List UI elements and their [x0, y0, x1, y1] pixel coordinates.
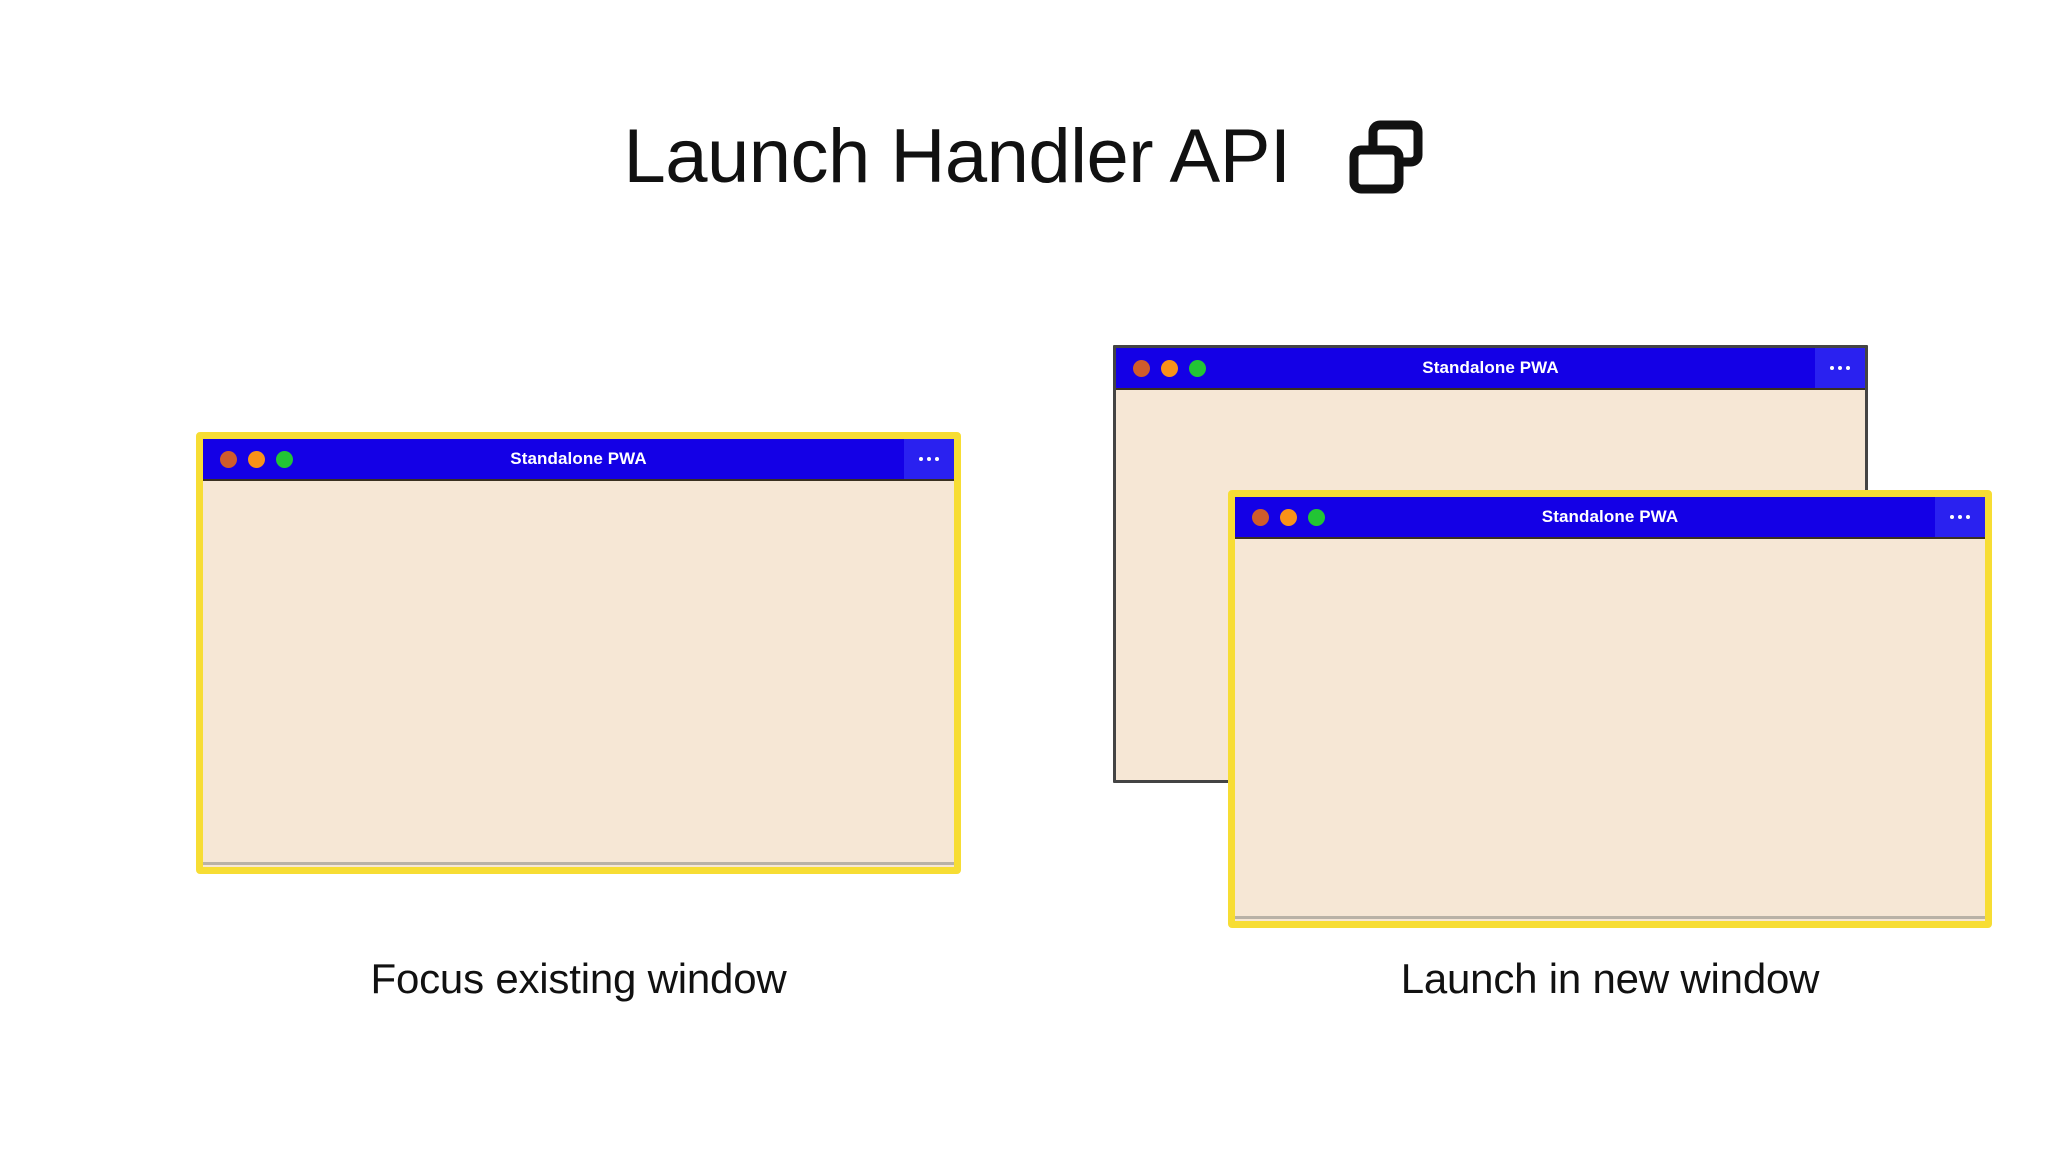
minimize-icon[interactable] [1161, 359, 1178, 377]
window-titlebar[interactable]: Standalone PWA [1116, 348, 1865, 390]
window-content-area [1235, 539, 1985, 919]
page-title: Launch Handler API [623, 114, 1291, 199]
close-icon[interactable] [1252, 508, 1269, 526]
menu-dot [1830, 366, 1834, 370]
minimize-icon[interactable] [248, 450, 265, 468]
overflow-menu-icon[interactable] [904, 439, 954, 479]
traffic-light-group [1235, 508, 1325, 526]
menu-dot [927, 457, 931, 461]
menu-dot [1958, 515, 1962, 519]
menu-dot [1838, 366, 1842, 370]
maximize-icon[interactable] [1189, 359, 1206, 377]
page-heading: Launch Handler API [0, 118, 2048, 196]
pwa-window-new[interactable]: Standalone PWA [1228, 490, 1992, 928]
multi-window-icon [1349, 120, 1423, 194]
window-title: Standalone PWA [1422, 358, 1559, 377]
menu-dot [1950, 515, 1954, 519]
window-content-area [203, 481, 954, 865]
menu-dot [1966, 515, 1970, 519]
menu-dot [1846, 366, 1850, 370]
traffic-light-group [1116, 359, 1206, 377]
overflow-menu-icon[interactable] [1935, 497, 1985, 537]
close-icon[interactable] [1133, 359, 1150, 377]
window-titlebar[interactable]: Standalone PWA [203, 439, 954, 481]
overflow-menu-icon[interactable] [1815, 348, 1865, 388]
caption-focus-existing: Focus existing window [370, 955, 787, 1002]
close-icon[interactable] [220, 450, 237, 468]
menu-dot [919, 457, 923, 461]
window-title: Standalone PWA [1541, 507, 1679, 526]
caption-launch-new: Launch in new window [1400, 955, 1820, 1002]
window-titlebar[interactable]: Standalone PWA [1235, 497, 1985, 539]
maximize-icon[interactable] [1308, 508, 1325, 526]
traffic-light-group [203, 450, 293, 468]
minimize-icon[interactable] [1280, 508, 1297, 526]
maximize-icon[interactable] [276, 450, 293, 468]
window-title: Standalone PWA [510, 449, 647, 468]
pwa-window-focus-existing[interactable]: Standalone PWA [196, 432, 961, 874]
menu-dot [935, 457, 939, 461]
